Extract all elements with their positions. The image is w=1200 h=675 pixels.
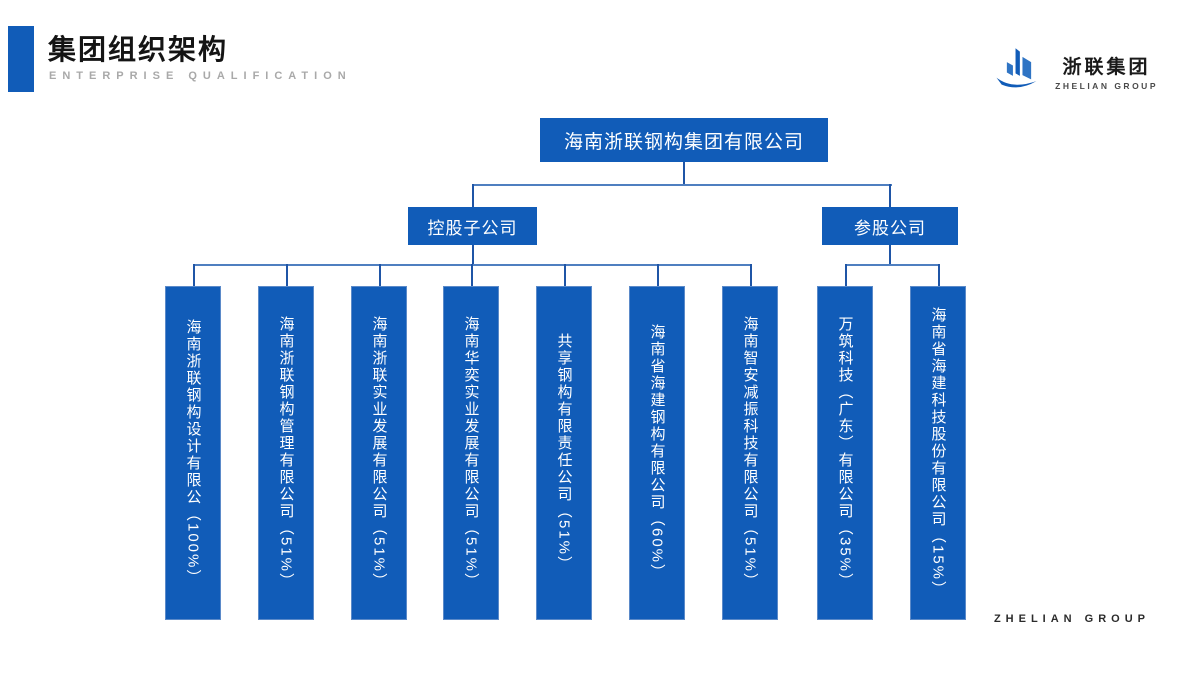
title-accent-bar — [8, 26, 34, 92]
connector-branch0-drop — [472, 184, 474, 207]
logo-text: 浙联集团 ZHELIAN GROUP — [1055, 52, 1158, 91]
org-column-company: 共享钢构有限责任公司（51%） — [536, 286, 592, 620]
connector-column-drop — [564, 264, 566, 286]
connector-branch1-drop — [889, 184, 891, 207]
org-column-company: 海南浙联钢构管理有限公司（51%） — [258, 286, 314, 620]
logo-subtitle: ZHELIAN GROUP — [1055, 81, 1158, 91]
org-column-company: 海南省海建科技股份有限公司（15%） — [910, 286, 966, 620]
connector-column-drop — [750, 264, 752, 286]
connector-equity-stem — [889, 245, 891, 264]
connector-column-drop — [938, 264, 940, 286]
org-column-company: 万筑科技（广东）有限公司（35%） — [817, 286, 873, 620]
org-root-box: 海南浙联钢构集团有限公司 — [540, 118, 828, 162]
connector-holding-stem — [472, 245, 474, 264]
company-logo: 浙联集团 ZHELIAN GROUP — [993, 46, 1158, 97]
page-subtitle: ENTERPRISE QUALIFICATION — [49, 70, 352, 82]
connector-column-drop — [379, 264, 381, 286]
org-branch-holding: 控股子公司 — [408, 207, 537, 245]
connector-column-drop — [471, 264, 473, 286]
logo-name: 浙联集团 — [1062, 57, 1151, 78]
connector-root-stem — [683, 162, 685, 184]
org-column-company: 海南浙联钢构设计有限公（100%） — [165, 286, 221, 620]
org-column-company: 海南省海建钢构有限公司（60%） — [629, 286, 685, 620]
org-branch-equity: 参股公司 — [822, 207, 958, 245]
page-title: 集团组织架构 — [48, 34, 229, 65]
building-icon — [993, 46, 1045, 97]
org-column-company: 海南智安减振科技有限公司（51%） — [722, 286, 778, 620]
connector-equity-rail — [845, 264, 939, 266]
connector-branch-rail — [472, 184, 892, 186]
connector-column-drop — [845, 264, 847, 286]
connector-column-drop — [193, 264, 195, 286]
org-column-company: 海南华奕实业发展有限公司（51%） — [443, 286, 499, 620]
footer-watermark: ZHELIAN GROUP — [993, 613, 1150, 625]
connector-column-drop — [657, 264, 659, 286]
org-column-company: 海南浙联实业发展有限公司（51%） — [351, 286, 407, 620]
connector-column-drop — [286, 264, 288, 286]
